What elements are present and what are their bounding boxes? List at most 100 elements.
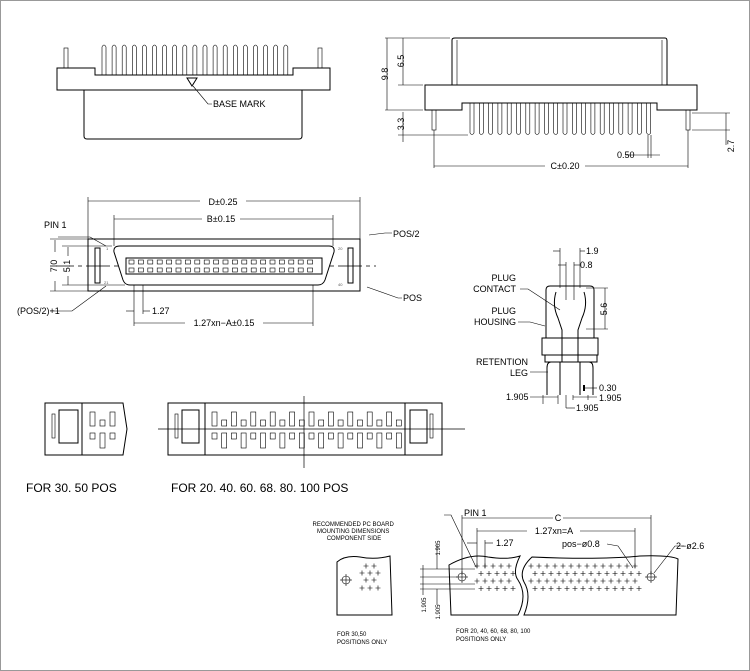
- tail-short: [240, 419, 247, 427]
- pcb-dim-c: C: [555, 513, 562, 523]
- pcb-hole-cross: [632, 578, 638, 584]
- mating-face-view: 1 20 21 40 D±0.25 B±0.15 7.0 5.1 PIN 1 P…: [17, 197, 422, 328]
- tail-long: [386, 411, 392, 427]
- dimension-lines: [420, 514, 684, 605]
- contact-cavity: [166, 259, 172, 265]
- tail-short: [269, 432, 276, 440]
- contact-pin: [162, 44, 167, 75]
- tail-long: [395, 432, 402, 449]
- tail-long: [298, 432, 305, 449]
- dimension-lines: [518, 248, 608, 409]
- contact-pin: [121, 44, 127, 75]
- tail-long: [240, 432, 247, 449]
- contact-pin: [553, 103, 558, 135]
- contact-cavity: [185, 259, 191, 265]
- contact-pin: [562, 103, 568, 135]
- pcb-hole-cross: [544, 578, 550, 584]
- contact-pin: [646, 103, 651, 135]
- pcb-large-board-right: [521, 555, 679, 616]
- contact-pin: [590, 103, 596, 135]
- contact-pin: [253, 44, 258, 75]
- pcb-hole-cross: [636, 571, 642, 576]
- contact-cavity: [279, 259, 285, 265]
- dim-0-30: 0.30: [599, 383, 617, 393]
- pcb-mount-hole-label: 2−ø2.6: [676, 541, 704, 551]
- tail-long: [347, 411, 354, 427]
- pcb-layout-title: RECOMMENDED PC BOARD MOUNTING DIMENSIONS…: [312, 522, 395, 542]
- dim-a: 1.27xn−A±0.15: [194, 318, 255, 328]
- contact-pin: [273, 44, 278, 75]
- pcb-hole-cross: [600, 578, 606, 584]
- tail-long: [231, 411, 237, 427]
- contact-cavity: [269, 259, 276, 265]
- contact-cavity: [128, 259, 135, 265]
- pcb-hole-cross: [478, 571, 484, 576]
- tail-short: [99, 419, 106, 427]
- contact-pin: [469, 103, 475, 135]
- pin-number-label: 1: [106, 246, 109, 251]
- contact-pin: [609, 103, 614, 135]
- tail-long: [109, 411, 116, 427]
- pcb-hole-cross: [363, 577, 369, 583]
- tail-short: [231, 432, 237, 440]
- pcb-hole-cross: [608, 563, 614, 569]
- contact-cavity: [288, 259, 295, 265]
- contact-pin: [488, 103, 493, 135]
- tail-short: [260, 419, 266, 427]
- tail-long: [269, 411, 276, 427]
- base-mark-leader: [192, 85, 212, 105]
- contact-cavity: [166, 267, 172, 273]
- tail-short: [357, 419, 363, 427]
- pcb-hole-cross: [568, 578, 574, 584]
- pcb-hole-cross: [482, 578, 488, 584]
- pcb-hole-cross: [564, 586, 570, 591]
- contact-cavity: [250, 267, 257, 273]
- caption-small: FOR 30. 50 POS: [26, 481, 117, 495]
- pcb-hole-cross: [596, 586, 602, 591]
- pcb-hole-cross: [359, 570, 365, 576]
- tail-short: [395, 419, 402, 427]
- contact-pin: [152, 44, 157, 75]
- contact-cavity: [222, 259, 229, 265]
- pcb-small-board: [336, 555, 393, 616]
- contact-cavity: [269, 267, 276, 273]
- board-lock-post-right: [317, 47, 323, 69]
- pcb-hole-cross: [576, 578, 582, 584]
- mounting-flange: [424, 84, 698, 111]
- pcb-hole-cross: [552, 563, 558, 569]
- contact-cavity: [260, 267, 266, 273]
- contact-tails: [89, 411, 116, 449]
- contact-pin: [212, 44, 218, 75]
- pcb-hole-cross: [616, 578, 622, 584]
- tail-long: [337, 432, 344, 449]
- pcb-hole-cross: [584, 578, 590, 584]
- contact-cavity: [241, 259, 248, 265]
- pcb-hole-cross: [620, 571, 626, 576]
- contact-cavity: [297, 259, 304, 265]
- pcb-hole-cross: [528, 578, 534, 584]
- pcb-hole-cross: [600, 563, 606, 569]
- contact-pin: [101, 44, 107, 75]
- housing-foot: [544, 354, 598, 363]
- retention-leg-right: [588, 361, 594, 395]
- tail-short: [318, 419, 325, 427]
- board-lock-post-left: [431, 109, 437, 131]
- contact-pin: [572, 103, 577, 135]
- pcb-hole-cross: [628, 571, 634, 576]
- contact-cavities: [128, 259, 313, 273]
- contact-pin: [525, 103, 531, 135]
- contact-cavity: [213, 267, 219, 273]
- contact-cavity: [250, 259, 257, 265]
- pcb-hole-cross: [604, 571, 610, 576]
- plug-housing-wall: [545, 285, 595, 338]
- pcb-hole-cross: [580, 571, 586, 576]
- pin-number-label: 40: [338, 282, 343, 287]
- tail-short: [109, 432, 116, 440]
- pcb-hole-cross: [486, 571, 492, 576]
- pcb-hole-cross: [536, 563, 542, 569]
- tail-short: [328, 432, 334, 440]
- pcb-dim-a: 1.27xn=A: [535, 526, 573, 536]
- plug-contact-right: [577, 291, 587, 362]
- dim-1905-bottom: 1.905: [576, 403, 599, 413]
- contact-cavity: [297, 267, 304, 273]
